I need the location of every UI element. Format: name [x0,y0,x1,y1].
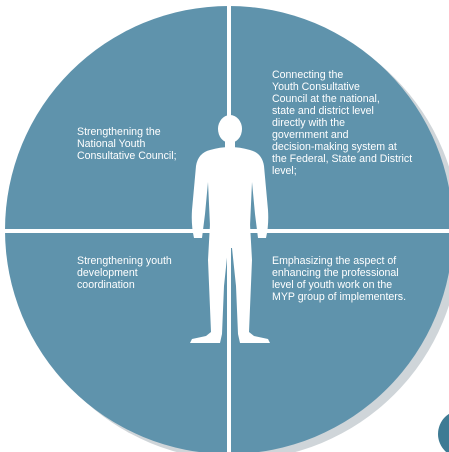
quadrant-bottom-left-text: Strengthening youth development coordina… [77,255,172,291]
quadrant-top-left-text: Strengthening the National Youth Consult… [77,126,177,162]
quadrant-bottom-right-text: Emphasizing the aspect of enhancing the … [272,255,407,303]
quadrant-top-right-text: Connecting the Youth Consultative Counci… [272,69,413,177]
corner-accent-circle [438,413,449,452]
man-silhouette-icon [190,115,270,343]
